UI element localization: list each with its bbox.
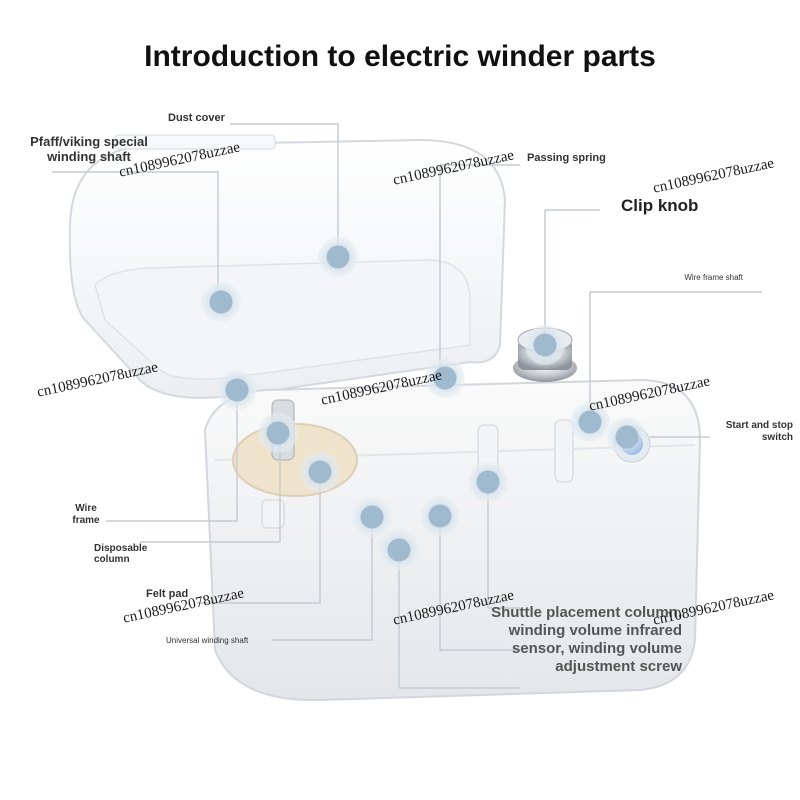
label-passing-spring: Passing spring (527, 152, 606, 164)
label-wire-frame: Wire frame (72, 503, 100, 526)
marker-disposable-column (258, 413, 298, 453)
label-dust-cover: Dust cover (168, 112, 225, 124)
label-felt-pad: Felt pad (146, 588, 189, 600)
label-start-stop-switch: Start and stop switch (725, 420, 793, 443)
wire-frame-post (554, 419, 574, 483)
marker-shuttle-column (468, 462, 508, 502)
label-universal-shaft: Universal winding shaft (166, 636, 249, 645)
marker-felt-pad (300, 452, 340, 492)
label-wire-frame-shaft: Wire frame shaft (684, 273, 743, 282)
marker-sensor (379, 530, 419, 570)
marker-start-stop (607, 417, 647, 457)
dust-cover-lid (68, 134, 507, 399)
marker-wire-frame (217, 370, 257, 410)
marker-passing-spring (425, 358, 465, 398)
part-markers (201, 237, 647, 570)
label-clip-knob: Clip knob (621, 196, 699, 215)
marker-clip-knob (525, 325, 565, 365)
page-title: Introduction to electric winder parts (144, 40, 656, 73)
marker-pfaff-shaft (201, 282, 241, 322)
marker-universal-shaft (352, 497, 392, 537)
label-pfaff-shaft: Pfaff/viking special winding shaft (30, 134, 148, 164)
marker-wire-frame-shaft (570, 402, 610, 442)
disposable-column-part (261, 499, 285, 529)
label-shuttle-column: Shuttle placement column, winding volume… (491, 604, 682, 675)
leader-lines (52, 123, 762, 689)
label-disposable-column: Disposable column (94, 543, 148, 565)
marker-adjust-screw (420, 496, 460, 536)
marker-dust-cover (318, 237, 358, 277)
